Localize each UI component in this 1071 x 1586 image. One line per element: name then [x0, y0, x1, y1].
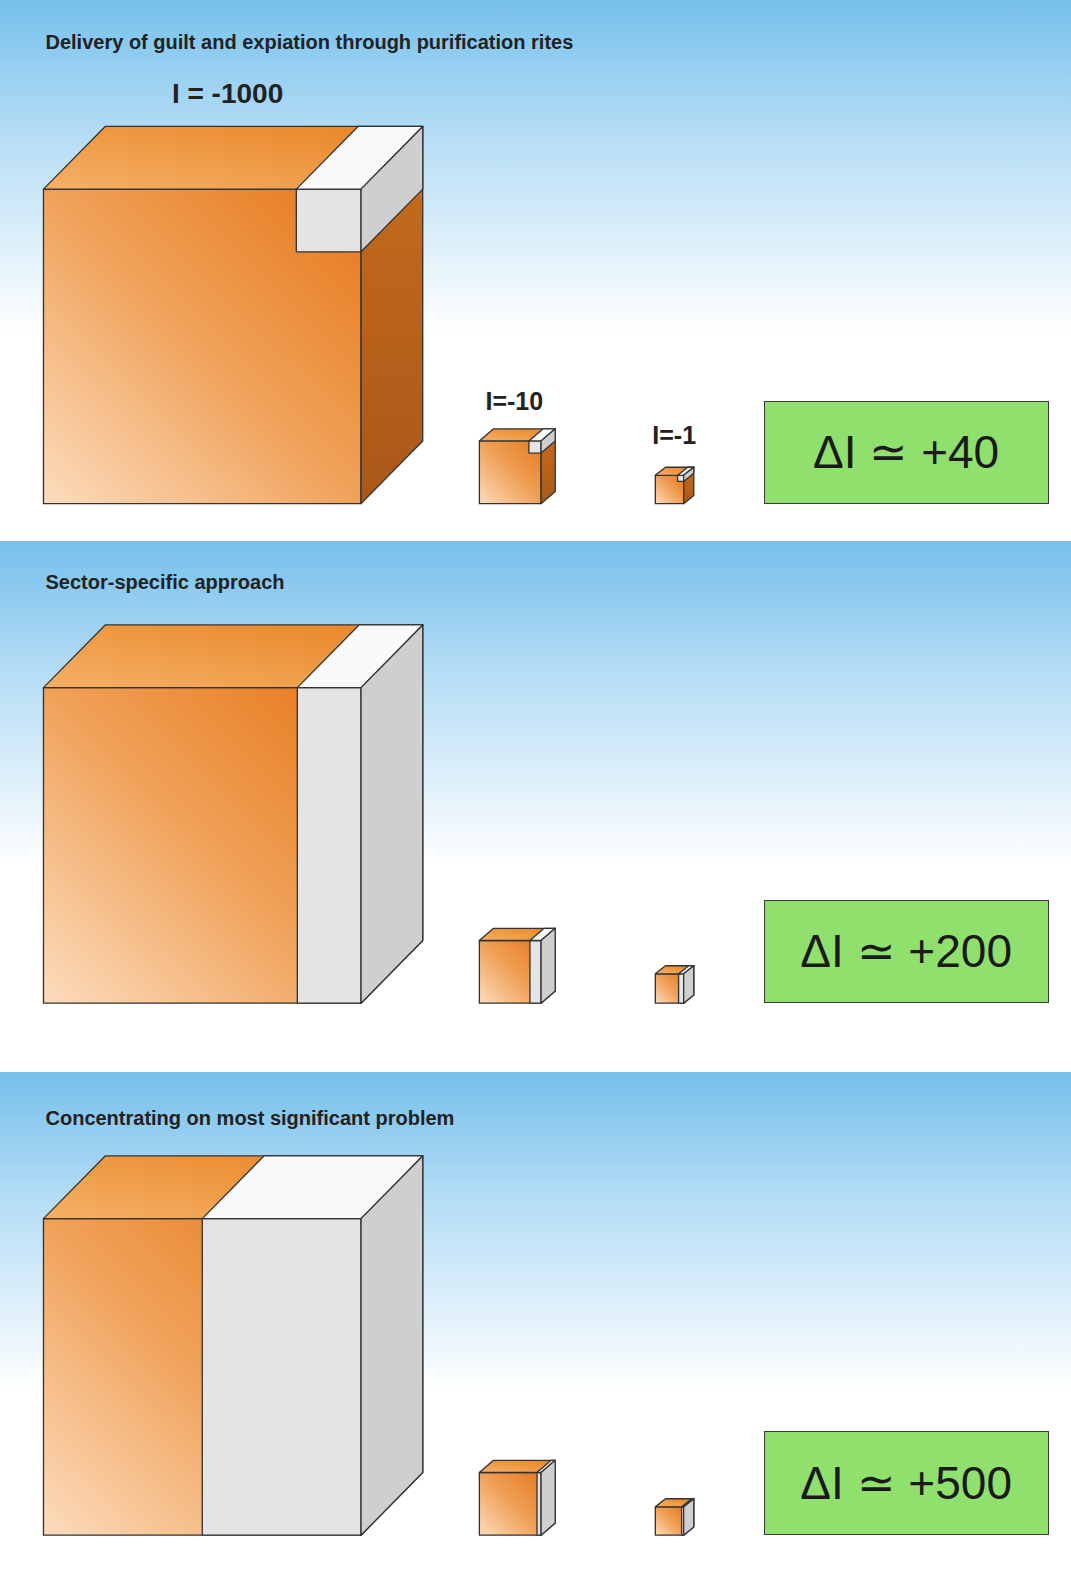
intensity-label: I=-10 — [485, 386, 543, 416]
cube-face — [361, 1156, 423, 1535]
cube-face — [361, 1156, 423, 1535]
intensity-label: I=-1 — [652, 420, 696, 450]
cube-face — [361, 625, 423, 1003]
delta-box: ΔI ≃ +200 — [764, 900, 1049, 1003]
cube-face — [541, 1460, 555, 1535]
cube-face — [43, 1219, 361, 1536]
delta-value: ΔI ≃ +500 — [800, 1457, 1012, 1510]
cube-figure — [655, 467, 693, 503]
cube-face — [541, 928, 555, 1003]
cube-face — [655, 475, 683, 503]
cube-face — [43, 625, 422, 688]
cube-figure — [479, 429, 555, 504]
cube-face — [361, 625, 423, 1003]
delta-value: ΔI ≃ +200 — [800, 925, 1012, 978]
cube-figure — [43, 625, 422, 1003]
cube-figure — [43, 1156, 422, 1535]
cube-face — [479, 1472, 541, 1535]
cube-face — [297, 688, 361, 1004]
cube-face — [43, 1156, 422, 1219]
panel-title: Concentrating on most significant proble… — [46, 1106, 455, 1130]
intensity-label: I = -1000 — [172, 77, 283, 111]
cube-face — [679, 974, 684, 1003]
cube-figure — [479, 1460, 555, 1535]
cube-face — [678, 475, 684, 481]
cube-face — [655, 1507, 683, 1535]
cube-face — [541, 429, 555, 504]
delta-value: ΔI ≃ +40 — [813, 426, 999, 479]
cube-face — [479, 441, 541, 504]
cube-face — [296, 189, 361, 252]
scenario-panel: Concentrating on most significant proble… — [0, 1072, 1071, 1586]
cube-figure — [43, 126, 422, 503]
cube-face — [684, 1499, 694, 1535]
cube-face — [361, 126, 423, 251]
cube-figure — [655, 1499, 693, 1535]
scenario-panel: Sector-specific approach ΔI ≃ +200 — [0, 541, 1071, 1066]
cube-face — [541, 928, 555, 1003]
cube-face — [684, 966, 694, 1003]
cube-face — [43, 189, 361, 504]
panel-title: Delivery of guilt and expiation through … — [46, 30, 574, 54]
cube-face — [361, 126, 423, 503]
cube-face — [529, 441, 541, 453]
cube-face — [43, 688, 361, 1004]
cube-figure — [479, 928, 555, 1003]
cube-face — [541, 429, 555, 453]
cube-face — [479, 941, 541, 1004]
cube-face — [202, 1219, 361, 1536]
cube-figure — [655, 966, 693, 1003]
cube-face — [530, 941, 541, 1004]
panel-title: Sector-specific approach — [46, 570, 285, 594]
cube-face — [43, 126, 422, 189]
cube-face — [541, 1460, 555, 1535]
cube-face — [684, 467, 694, 481]
delta-box: ΔI ≃ +40 — [764, 401, 1049, 503]
scenario-panel: Delivery of guilt and expiation through … — [0, 0, 1071, 537]
cube-face — [655, 974, 683, 1003]
delta-box: ΔI ≃ +500 — [764, 1431, 1049, 1535]
